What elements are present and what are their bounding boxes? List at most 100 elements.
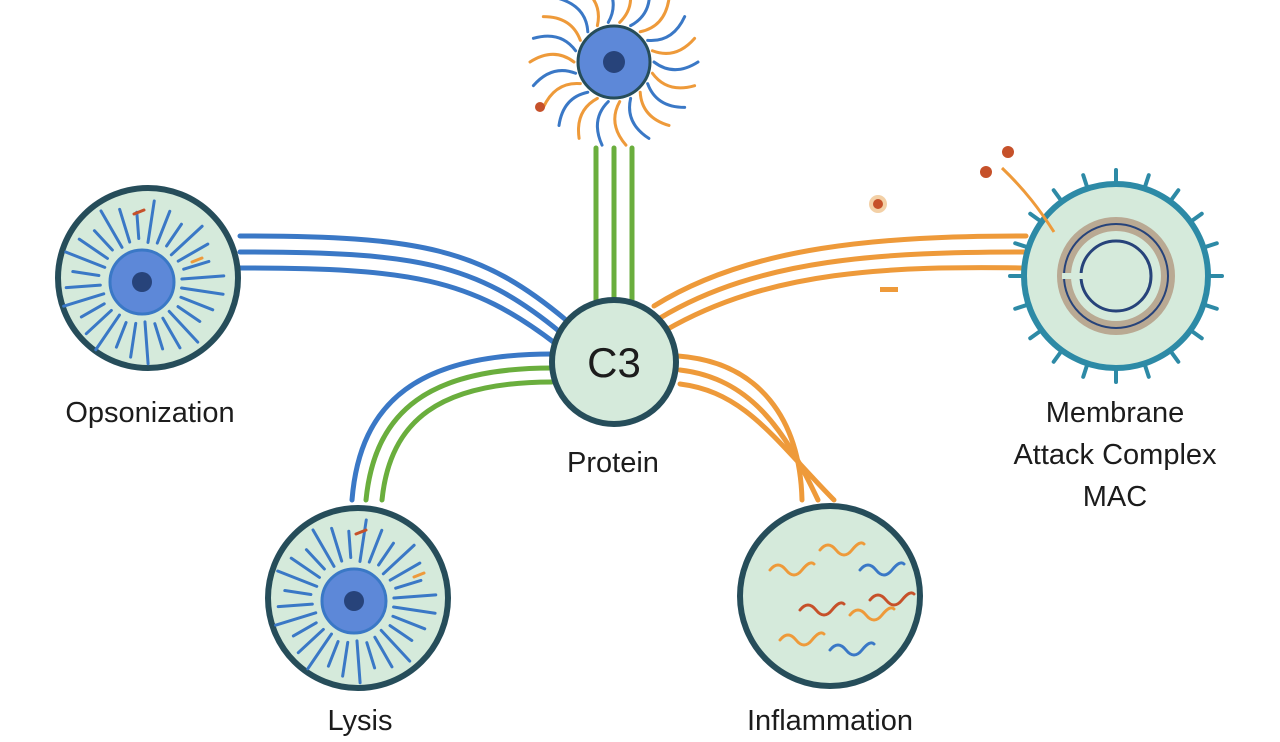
cell-ray xyxy=(296,627,325,655)
cell-ray xyxy=(388,561,422,582)
tendril xyxy=(558,0,590,34)
cell-ray xyxy=(180,286,225,296)
squiggle xyxy=(818,541,866,557)
cell-ray xyxy=(347,529,353,560)
cell-ray xyxy=(153,322,165,351)
cell-ray xyxy=(392,593,438,600)
c3-node: C3 xyxy=(549,297,679,427)
tendril xyxy=(646,15,687,42)
cell-ray xyxy=(388,624,414,642)
cell-ray xyxy=(391,614,427,631)
cell-ray xyxy=(94,313,121,352)
cell-ray xyxy=(79,302,106,319)
cell-ray xyxy=(77,237,109,260)
cell-ray xyxy=(84,308,113,336)
floating-particles xyxy=(869,146,1014,292)
cell-accent xyxy=(132,208,146,216)
cell-ray xyxy=(311,528,336,568)
cell-ray xyxy=(381,543,416,576)
squiggle xyxy=(858,561,906,577)
cell-ray xyxy=(64,283,102,290)
cell-ray xyxy=(165,222,183,248)
cell-ray xyxy=(180,274,226,281)
cell-ray xyxy=(118,207,132,244)
mac-label-line-3: MAC xyxy=(1082,481,1148,513)
cell-ray xyxy=(291,621,318,638)
mac-label-line-2: Attack Complex xyxy=(1013,439,1217,471)
connector-bottom-right xyxy=(675,353,837,503)
cell-ray xyxy=(176,305,202,323)
inflammation-label: Inflammation xyxy=(746,705,913,737)
cell-ray xyxy=(358,518,368,563)
tendril xyxy=(528,52,576,64)
cell-ray xyxy=(367,528,384,564)
tendril xyxy=(531,69,578,88)
mac-cell-icon xyxy=(1000,166,1224,384)
tendril xyxy=(646,82,687,109)
leukocyte-icon xyxy=(528,0,700,147)
cell-ray xyxy=(169,224,204,257)
cell-ray xyxy=(377,541,395,567)
tendril xyxy=(652,60,700,72)
tendril xyxy=(650,36,697,55)
cell-ray xyxy=(274,611,318,627)
particle-icon xyxy=(535,102,545,112)
opsonization-cell-icon xyxy=(55,185,241,371)
tendril xyxy=(557,90,590,127)
cell-ray xyxy=(176,242,210,263)
connectors xyxy=(237,145,1029,503)
cell-ray xyxy=(161,316,182,350)
cell-ray xyxy=(304,548,326,571)
squiggle xyxy=(778,631,826,647)
tendril xyxy=(592,0,600,28)
tendril xyxy=(541,15,582,42)
lysis-cell-icon xyxy=(265,505,451,691)
tendril xyxy=(650,71,697,90)
cell-ray xyxy=(392,605,437,615)
cell-ray xyxy=(64,250,107,269)
mac-label-line-1: Membrane xyxy=(1045,397,1185,429)
cell-ray xyxy=(179,295,215,312)
tendril xyxy=(628,96,651,140)
cell-ray xyxy=(182,259,211,271)
cell-ray xyxy=(355,639,362,685)
cell-accent xyxy=(190,256,204,264)
cell-ray xyxy=(289,556,321,579)
cell-ray xyxy=(394,578,423,590)
squiggle xyxy=(768,561,816,577)
cell-ray xyxy=(365,641,377,670)
opsonization-label: Opsonization xyxy=(65,397,235,429)
lysis-label: Lysis xyxy=(327,705,393,737)
cell-accent xyxy=(412,571,426,579)
cell-rays xyxy=(274,518,438,685)
cell-ray xyxy=(167,309,200,344)
inflammation-cell-icon xyxy=(737,503,923,689)
tendrils xyxy=(528,0,700,147)
connector-top xyxy=(593,145,635,303)
cell-ray xyxy=(99,209,124,249)
cell-ray xyxy=(129,321,138,359)
cell-ray xyxy=(283,589,313,596)
c3-symbol: C3 xyxy=(587,339,641,386)
particle-icon xyxy=(980,166,992,178)
cell-accent xyxy=(354,528,368,536)
tendril xyxy=(606,0,615,24)
squiggle xyxy=(798,601,846,617)
tendril xyxy=(613,100,628,147)
particle-icon xyxy=(873,199,883,209)
tendril xyxy=(638,0,671,34)
connector-bottom-left xyxy=(349,351,555,503)
cell-ray xyxy=(330,526,344,563)
tendril xyxy=(577,96,599,140)
cell-ray xyxy=(62,292,106,308)
tendril xyxy=(618,0,632,24)
cell-ray xyxy=(276,569,319,588)
cell-ray xyxy=(306,632,333,671)
cell-ray xyxy=(341,640,350,678)
cell-ray xyxy=(135,210,141,241)
cell-rays xyxy=(62,199,226,366)
squiggle xyxy=(848,606,896,622)
protein-label: Protein xyxy=(567,447,659,479)
tendril xyxy=(541,82,582,109)
tendril xyxy=(638,90,671,127)
